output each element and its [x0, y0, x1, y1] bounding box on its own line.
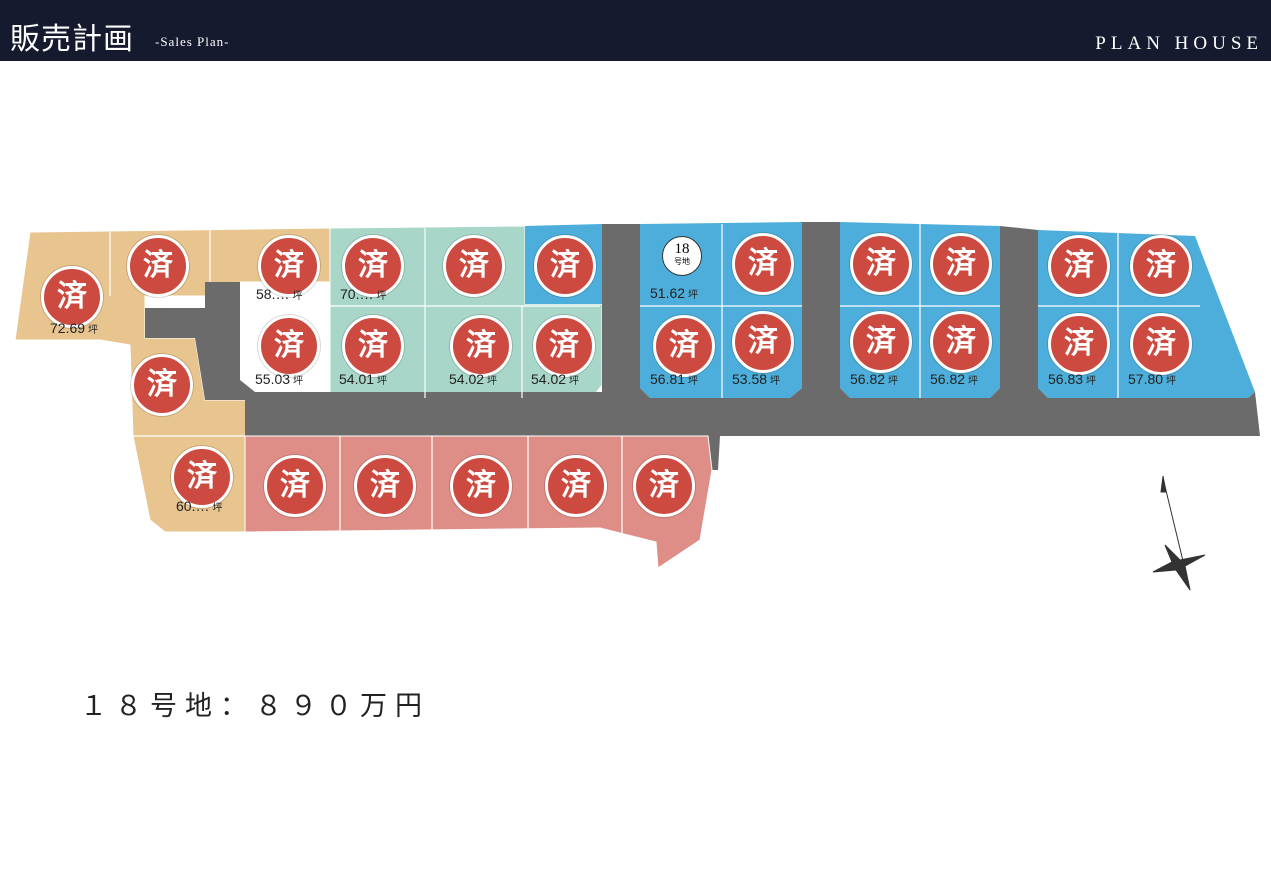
sold-marker: 済 — [850, 311, 912, 373]
sold-marker: 済 — [1130, 235, 1192, 297]
sold-marker: 済 — [533, 315, 595, 377]
sold-marker: 済 — [732, 233, 794, 295]
sold-marker: 済 — [41, 266, 103, 328]
sold-marker: 済 — [633, 455, 695, 517]
lot-dividers — [109, 222, 1200, 540]
page-title: 販売計画 — [10, 22, 134, 57]
sold-marker: 済 — [930, 311, 992, 373]
lot-18-price: １８号地：８９０万円 — [80, 691, 430, 722]
sold-marker: 済 — [534, 235, 596, 297]
sold-marker: 済 — [342, 315, 404, 377]
lot-area-label: 60.…坪 — [176, 498, 223, 514]
sold-marker: 済 — [342, 235, 404, 297]
sold-marker: 済 — [732, 311, 794, 373]
sold-marker: 済 — [131, 354, 193, 416]
sold-marker: 済 — [264, 455, 326, 517]
page-subtitle: -Sales Plan- — [155, 34, 230, 49]
lot-area-label: 70.…坪 — [340, 286, 387, 302]
sold-marker: 済 — [171, 446, 233, 508]
sold-marker: 済 — [258, 315, 320, 377]
sold-marker: 済 — [1048, 313, 1110, 375]
sold-marker: 済 — [930, 233, 992, 295]
sold-marker: 済 — [127, 235, 189, 297]
brand-logo: PLAN HOUSE — [1095, 33, 1263, 54]
sold-marker: 済 — [653, 315, 715, 377]
sold-marker: 済 — [1048, 235, 1110, 297]
road-main — [145, 222, 1260, 470]
available-lot-18-marker[interactable]: 18 号地 — [662, 236, 702, 276]
sold-marker: 済 — [1130, 313, 1192, 375]
lot-area-label: 58.…坪 — [256, 286, 303, 302]
north-arrow-icon — [1152, 475, 1206, 591]
sold-marker: 済 — [450, 455, 512, 517]
sold-marker: 済 — [443, 235, 505, 297]
sold-marker: 済 — [258, 235, 320, 297]
sold-marker: 済 — [450, 315, 512, 377]
sold-marker: 済 — [354, 455, 416, 517]
header-bar: 販売計画 -Sales Plan- PLAN HOUSE — [0, 0, 1271, 61]
sold-marker: 済 — [545, 455, 607, 517]
sold-marker: 済 — [850, 233, 912, 295]
